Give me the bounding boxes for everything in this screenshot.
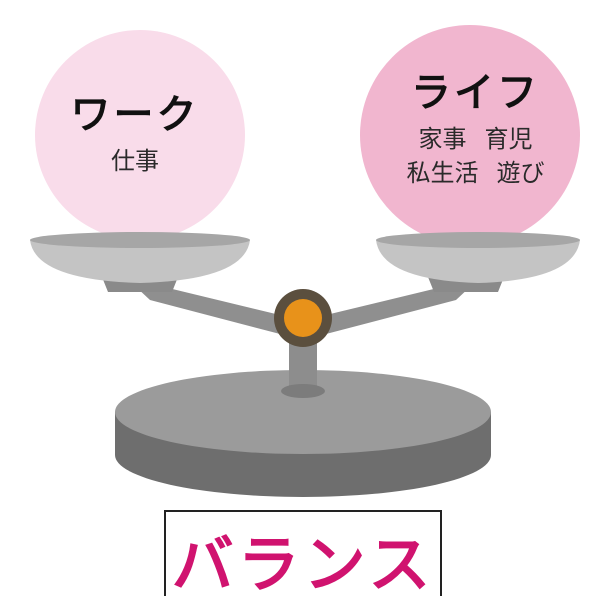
work-items: 仕事	[30, 144, 240, 178]
caption-box: バランス	[164, 510, 442, 601]
right-pan	[376, 232, 580, 283]
life-item-private-life: 私生活	[406, 159, 479, 187]
caption-balance: バランス	[171, 528, 435, 601]
work-item-job: 仕事	[111, 147, 159, 175]
life-items-line-1: 家事育児	[368, 122, 583, 156]
pivot-icon	[274, 289, 332, 347]
life-item-play: 遊び	[496, 159, 545, 187]
life-title: ライフ	[411, 70, 540, 116]
life-label: ライフ 家事育児 私生活遊び	[368, 60, 583, 190]
life-items-line-2: 私生活遊び	[368, 156, 583, 190]
scale-base	[115, 370, 491, 497]
life-item-childcare: 育児	[484, 125, 533, 153]
life-item-housework: 家事	[418, 125, 467, 153]
life-circle	[360, 25, 580, 245]
work-title: ワーク	[70, 92, 200, 138]
work-label: ワーク 仕事	[30, 82, 240, 178]
work-circle	[35, 30, 245, 240]
left-pan	[30, 232, 250, 283]
